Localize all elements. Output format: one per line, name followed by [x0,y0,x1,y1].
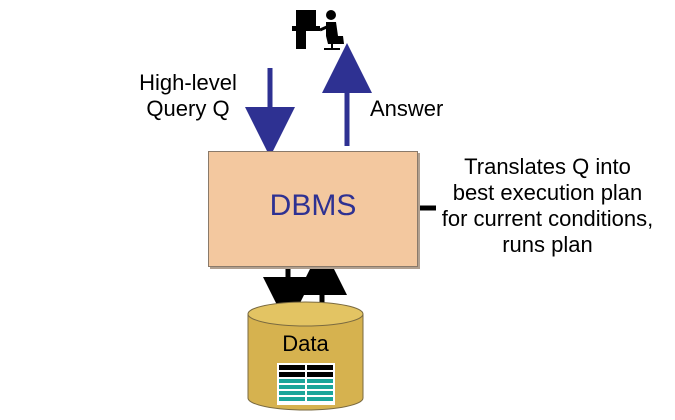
optimizer-note-line1: Translates Q into [464,154,631,179]
query-label-line1: High-level [139,70,237,95]
data-label: Data [282,331,329,356]
dbms-title: DBMS [269,189,357,222]
optimizer-note-line2: best execution plan [452,180,643,205]
answer-label: Answer [370,96,444,121]
user-at-computer-icon [292,10,344,50]
dbms-box: DBMS [208,151,418,267]
query-label-line2: Query Q [146,96,230,121]
query-label: High-level Query Q [118,70,258,122]
optimizer-note-line4: runs plan [502,232,593,257]
optimizer-note-line3: for current conditions, [441,206,654,231]
optimizer-note: Translates Q into best execution plan fo… [425,154,670,258]
data-table-icon [277,363,335,405]
